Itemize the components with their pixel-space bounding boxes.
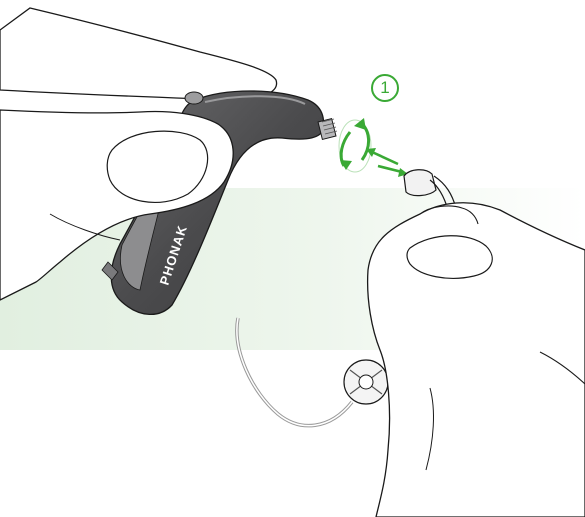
right-finger-nail xyxy=(407,236,492,279)
threaded-connector xyxy=(318,119,337,140)
step-number-badge: 1 xyxy=(371,74,399,102)
rotate-arrows-icon xyxy=(339,118,371,172)
upper-finger xyxy=(0,8,277,100)
push-pull-arrows-icon xyxy=(366,148,408,177)
dome-earpiece xyxy=(344,360,388,404)
